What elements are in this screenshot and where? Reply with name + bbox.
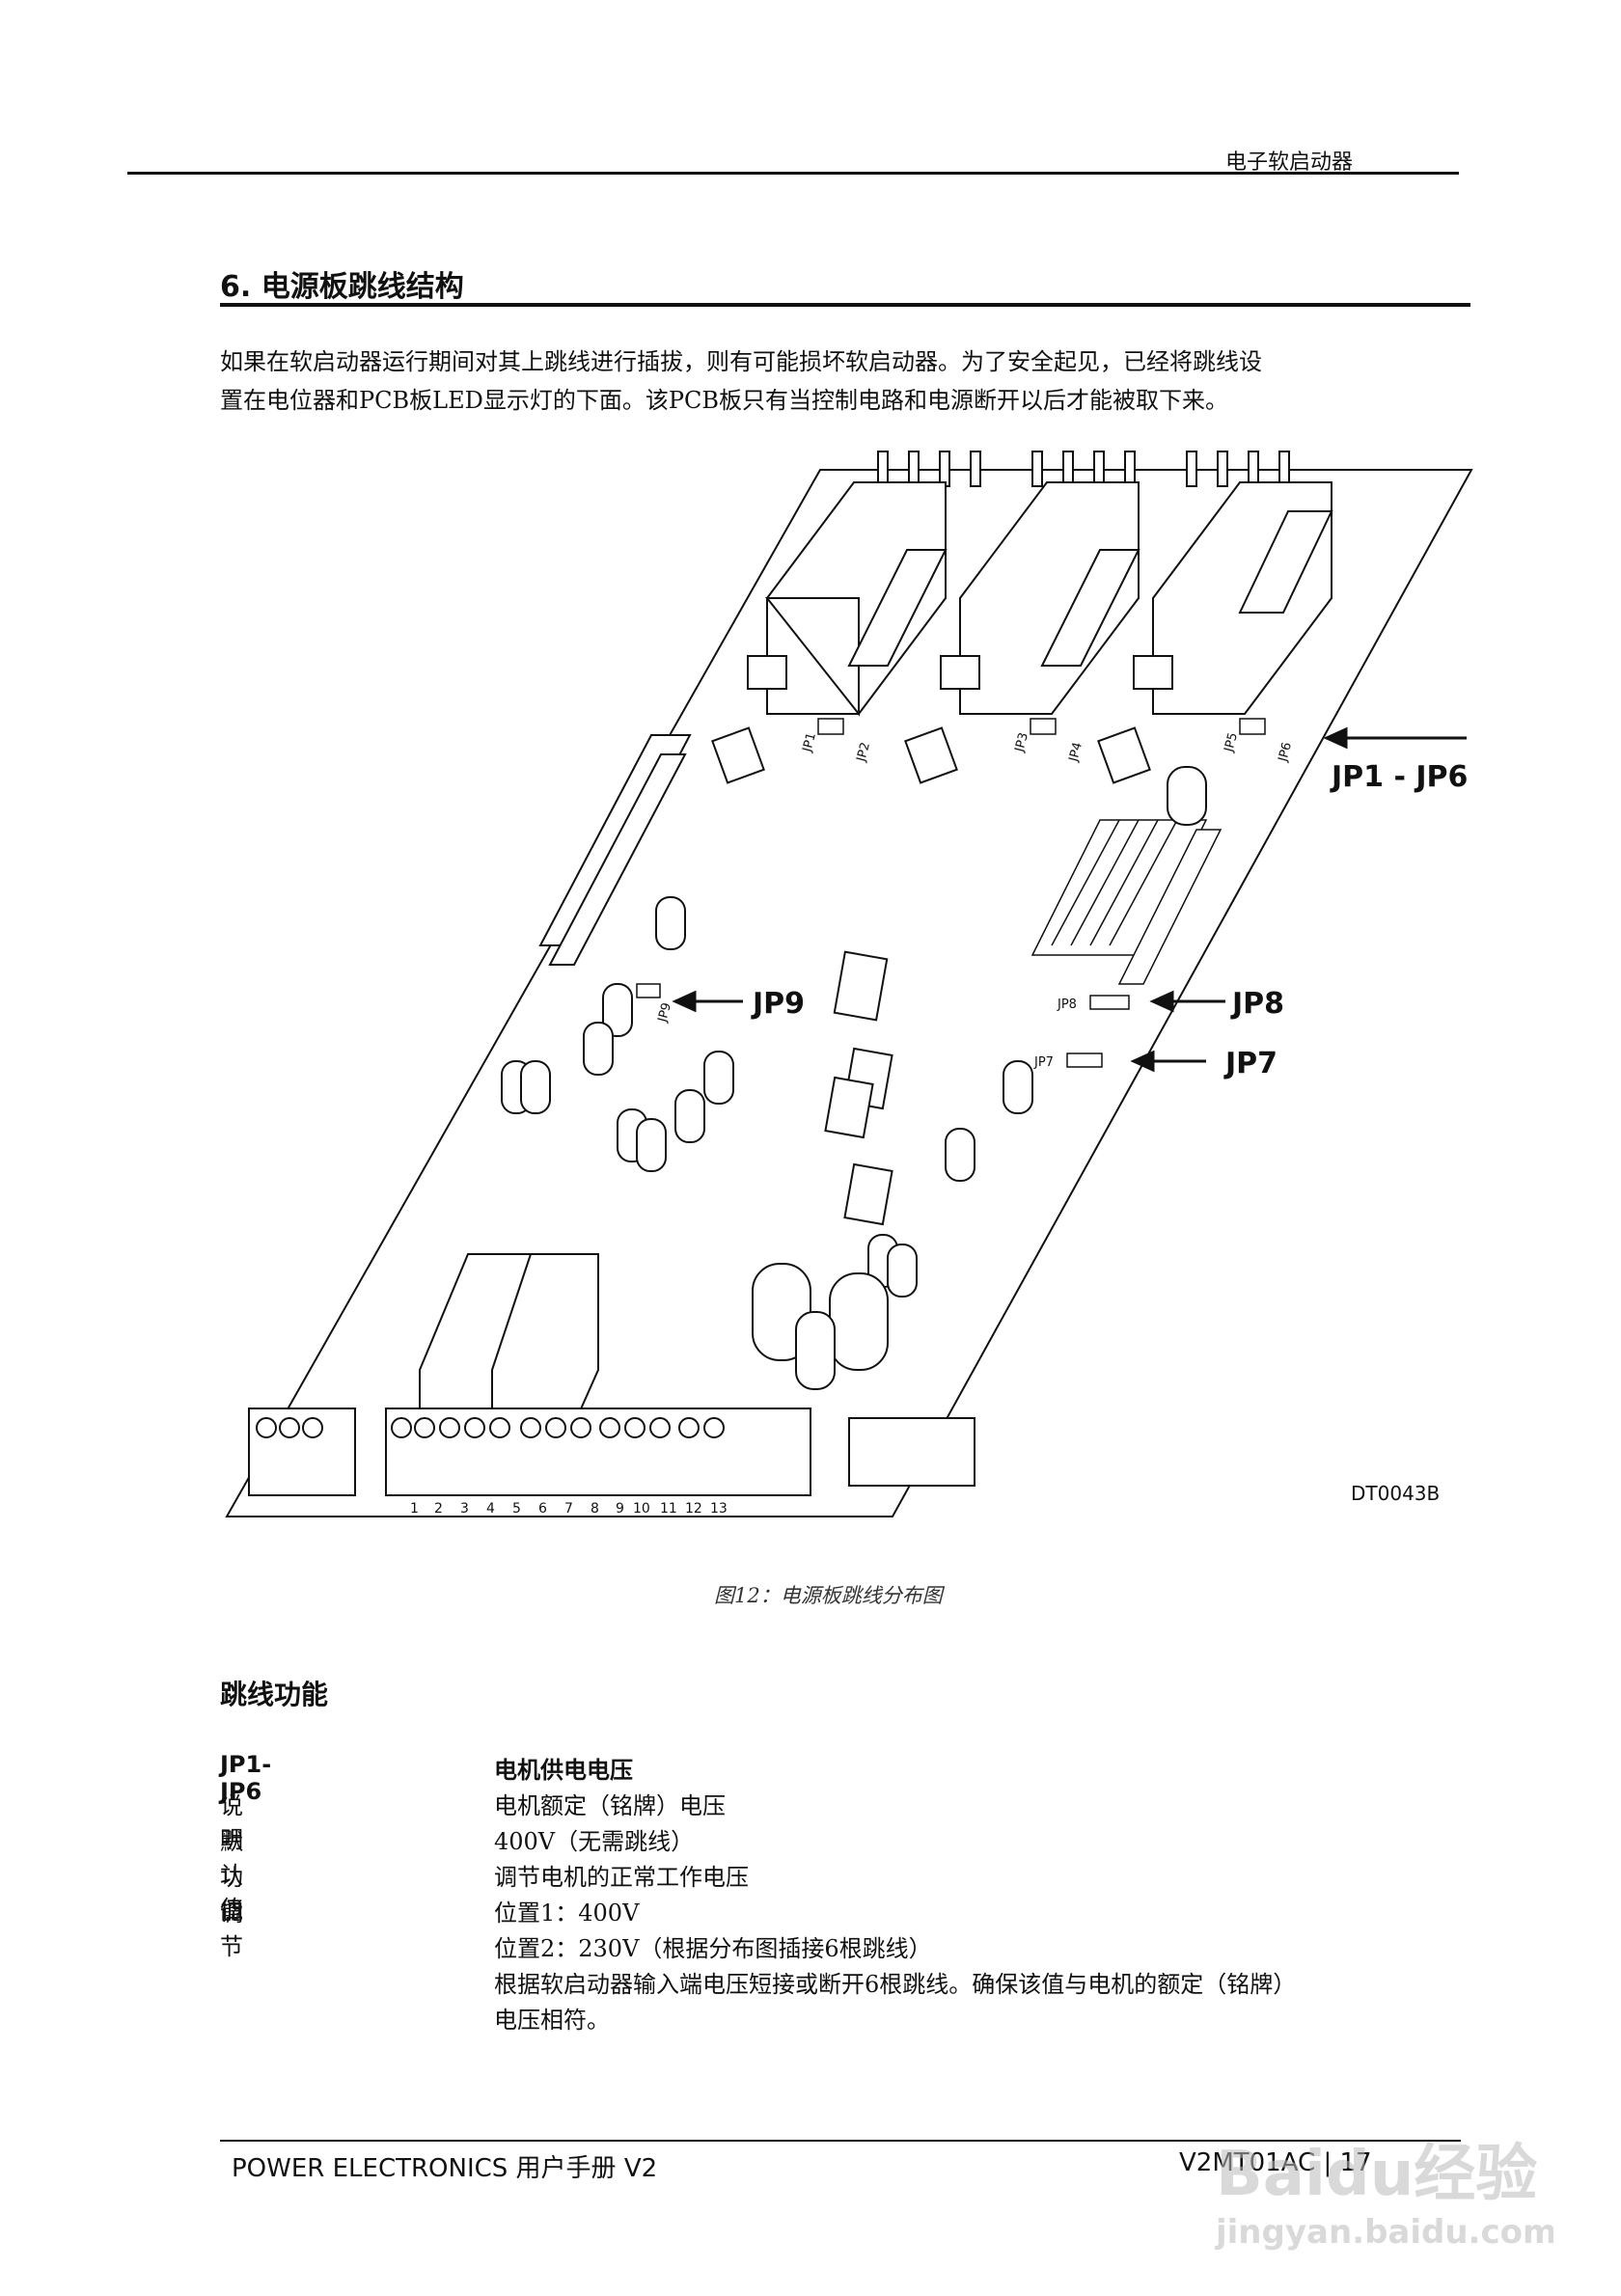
ribbon-connector bbox=[538, 734, 692, 966]
jumper-jp8 bbox=[1089, 995, 1130, 1010]
footer-right: V2MT01AC | 17 bbox=[1179, 2148, 1372, 2177]
figure-caption: 图12：电源板跳线分布图 bbox=[714, 1584, 943, 1607]
terminal-number-12: 12 bbox=[685, 1501, 702, 1517]
label-jp1: JP1 bbox=[800, 731, 819, 754]
jumper-row-key: 默认值 bbox=[220, 1828, 243, 1923]
jumper-row-value: 调节电机的正常工作电压 bbox=[494, 1864, 749, 1891]
label-jp1-jp6: JP1 - JP6 bbox=[1330, 760, 1468, 794]
terminal-numbers: 1 2 3 4 5 6 7 8 9 10 11 12 13 bbox=[410, 1501, 728, 1517]
jumper-row-value: 位置1：400V bbox=[494, 1900, 640, 1927]
label-jp8-small: JP8 bbox=[1057, 998, 1077, 1012]
terminal-number-9: 9 bbox=[616, 1501, 624, 1517]
terminal-number-6: 6 bbox=[538, 1501, 547, 1517]
jumper-row-key: 调节 bbox=[220, 1900, 243, 1960]
jumper-functions-heading: 跳线功能 bbox=[220, 1679, 329, 1710]
jumper-row-value: 电压相符。 bbox=[494, 2007, 610, 2034]
jumper-row-key: 说明 bbox=[220, 1792, 243, 1853]
label-jp8: JP8 bbox=[1230, 987, 1284, 1021]
intro-paragraph-line-1: 如果在软启动器运行期间对其上跳线进行插拔，则有可能损坏软启动器。为了安全起见，已… bbox=[220, 348, 1262, 375]
label-jp2: JP2 bbox=[854, 741, 873, 764]
terminal-number-3: 3 bbox=[460, 1501, 469, 1517]
section-title-rule bbox=[220, 303, 1470, 307]
jumper-row-value: 根据软启动器输入端电压短接或断开6根跳线。确保该值与电机的额定（铭牌） bbox=[494, 1971, 1297, 1998]
pcb-jumper-diagram: JP1 JP2 JP3 JP4 JP5 JP6 JP9 JP8 JP7 bbox=[225, 451, 1473, 1517]
jumper-row-value: 位置2：230V（根据分布图插接6根跳线） bbox=[494, 1935, 932, 1962]
jumper-jp7 bbox=[1066, 1052, 1103, 1068]
label-jp6: JP6 bbox=[1276, 741, 1295, 764]
label-jp5: JP5 bbox=[1222, 731, 1241, 754]
jumper-row-value: 电机供电电压 bbox=[494, 1757, 633, 1784]
jumpers-jp1-jp6 bbox=[817, 718, 1266, 735]
terminal-number-1: 1 bbox=[410, 1501, 419, 1517]
terminal-number-7: 7 bbox=[564, 1501, 573, 1517]
terminal-number-11: 11 bbox=[660, 1501, 677, 1517]
baidu-watermark: Baidu经验 jingyan.baidu.com bbox=[1214, 2139, 1553, 2252]
jumper-row-key: JP1-JP6 bbox=[220, 1751, 272, 1805]
jumper-row-value: 电机额定（铭牌）电压 bbox=[494, 1792, 726, 1819]
jumper-jp9 bbox=[636, 983, 661, 998]
label-jp9-small: JP9 bbox=[655, 1001, 674, 1025]
pin-header-block bbox=[1030, 819, 1223, 985]
terminal-number-5: 5 bbox=[512, 1501, 521, 1517]
terminal-number-2: 2 bbox=[434, 1501, 443, 1517]
section-title: 6. 电源板跳线结构 bbox=[220, 270, 464, 304]
intro-paragraph-line-2: 置在电位器和PCB板LED显示灯的下面。该PCB板只有当控制电路和电源断开以后才… bbox=[220, 387, 1228, 414]
bottom-relays bbox=[419, 1253, 599, 1458]
jumper-row-value: 400V（无需跳线） bbox=[494, 1828, 695, 1855]
jumper-row-key: 功能 bbox=[220, 1864, 243, 1925]
top-relays bbox=[764, 481, 1333, 717]
label-jp7-small: JP7 bbox=[1033, 1055, 1054, 1070]
terminal-number-10: 10 bbox=[633, 1501, 650, 1517]
label-jp4: JP4 bbox=[1066, 741, 1085, 764]
footer-left: POWER ELECTRONICS 用户手册 V2 bbox=[232, 2154, 658, 2183]
watermark-text-bottom: jingyan.baidu.com bbox=[1214, 2213, 1553, 2252]
drawing-code: DT0043B bbox=[1351, 1482, 1440, 1505]
header-rule bbox=[127, 172, 1459, 175]
footer-rule bbox=[220, 2140, 1461, 2142]
terminal-number-8: 8 bbox=[591, 1501, 599, 1517]
label-jp9: JP9 bbox=[751, 987, 805, 1021]
label-jp7: JP7 bbox=[1223, 1047, 1278, 1080]
capacitors bbox=[501, 766, 1207, 1390]
label-jp3: JP3 bbox=[1012, 731, 1031, 754]
running-header: 电子软启动器 bbox=[1225, 150, 1354, 175]
terminal-number-4: 4 bbox=[486, 1501, 495, 1517]
terminal-number-13: 13 bbox=[710, 1501, 728, 1517]
intro-paragraph: 如果在软启动器运行期间对其上跳线进行插拔，则有可能损坏软启动器。为了安全起见，已… bbox=[220, 342, 1474, 420]
watermark-text-top: Baidu经验 bbox=[1216, 2139, 1537, 2210]
